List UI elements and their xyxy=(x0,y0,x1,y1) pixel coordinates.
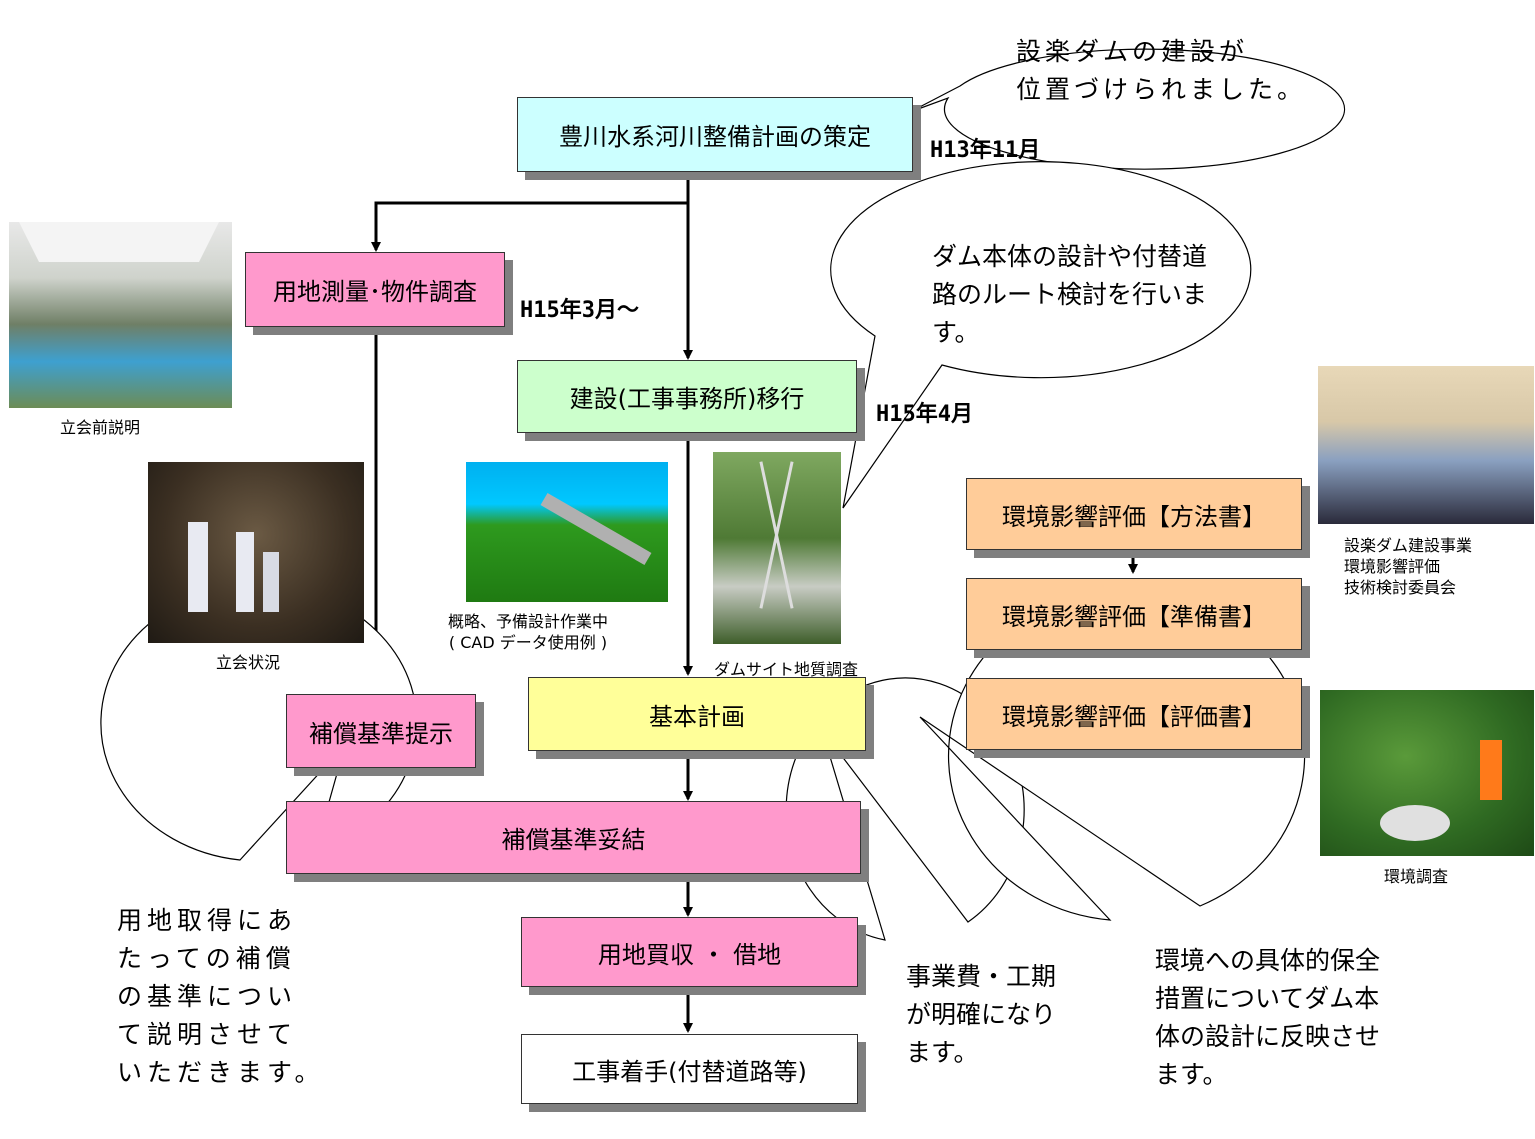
river-plan-box: 豊川水系河川整備計画の策定 xyxy=(517,97,913,172)
bubble-top-text: 設楽ダムの建設が 位置づけられました。 xyxy=(1016,37,1307,104)
basic-plan-box: 基本計画 xyxy=(528,677,866,751)
comp-agreement-box: 補償基準妥結 xyxy=(286,801,861,874)
bubble-cost-text: 事業費・工期 が明確になり ます。 xyxy=(906,962,1057,1067)
cad-photo xyxy=(466,462,668,602)
bubble-design-text: ダム本体の設計や付替道 路のルート検討を行いま す。 xyxy=(932,242,1208,347)
caption-inspection: 立会状況 xyxy=(216,653,281,672)
speech-bubble-top xyxy=(909,48,1346,170)
speech-bubble-design xyxy=(830,161,1252,509)
caption-briefing: 立会前説明 xyxy=(60,418,141,437)
briefing-photo xyxy=(9,222,232,408)
env-prep-box: 環境影響評価【準備書】 xyxy=(966,578,1302,650)
construction-office-box: 建設(工事事務所)移行 xyxy=(517,360,857,433)
caption-geology: ダムサイト地質調査 xyxy=(714,660,859,679)
caption-cad: 概略、予備設計作業中 ( CAD データ使用例 ) xyxy=(448,612,609,652)
land-survey-box: 用地測量･物件調査 xyxy=(245,252,505,327)
caption-env-survey: 環境調査 xyxy=(1384,867,1449,886)
date-h15-3: H15年3月～ xyxy=(520,298,639,323)
env-survey-photo xyxy=(1320,690,1534,856)
comp-standard-box: 補償基準提示 xyxy=(286,694,476,768)
bubble-env-text: 環境への具体的保全 措置についてダム本 体の設計に反映させ ます。 xyxy=(1155,946,1381,1089)
arrow-to-survey xyxy=(371,201,688,252)
inspection-photo xyxy=(148,462,364,643)
date-h15-4: H15年4月 xyxy=(876,402,973,427)
land-purchase-box: 用地買収 ・ 借地 xyxy=(521,917,858,987)
env-method-box: 環境影響評価【方法書】 xyxy=(966,478,1302,550)
env-eval-box: 環境影響評価【評価書】 xyxy=(966,678,1302,750)
committee-photo xyxy=(1318,366,1534,524)
bubble-comp-text: 用地取得にあ たっての補償 の基準につい て説明させて いただきます。 xyxy=(117,906,325,1087)
construction-start-box: 工事着手(付替道路等) xyxy=(521,1034,858,1104)
geology-photo xyxy=(713,452,841,644)
date-h13: H13年11月 xyxy=(930,138,1041,163)
caption-committee: 設楽ダム建設事業 環境影響評価 技術検討委員会 xyxy=(1344,536,1473,597)
